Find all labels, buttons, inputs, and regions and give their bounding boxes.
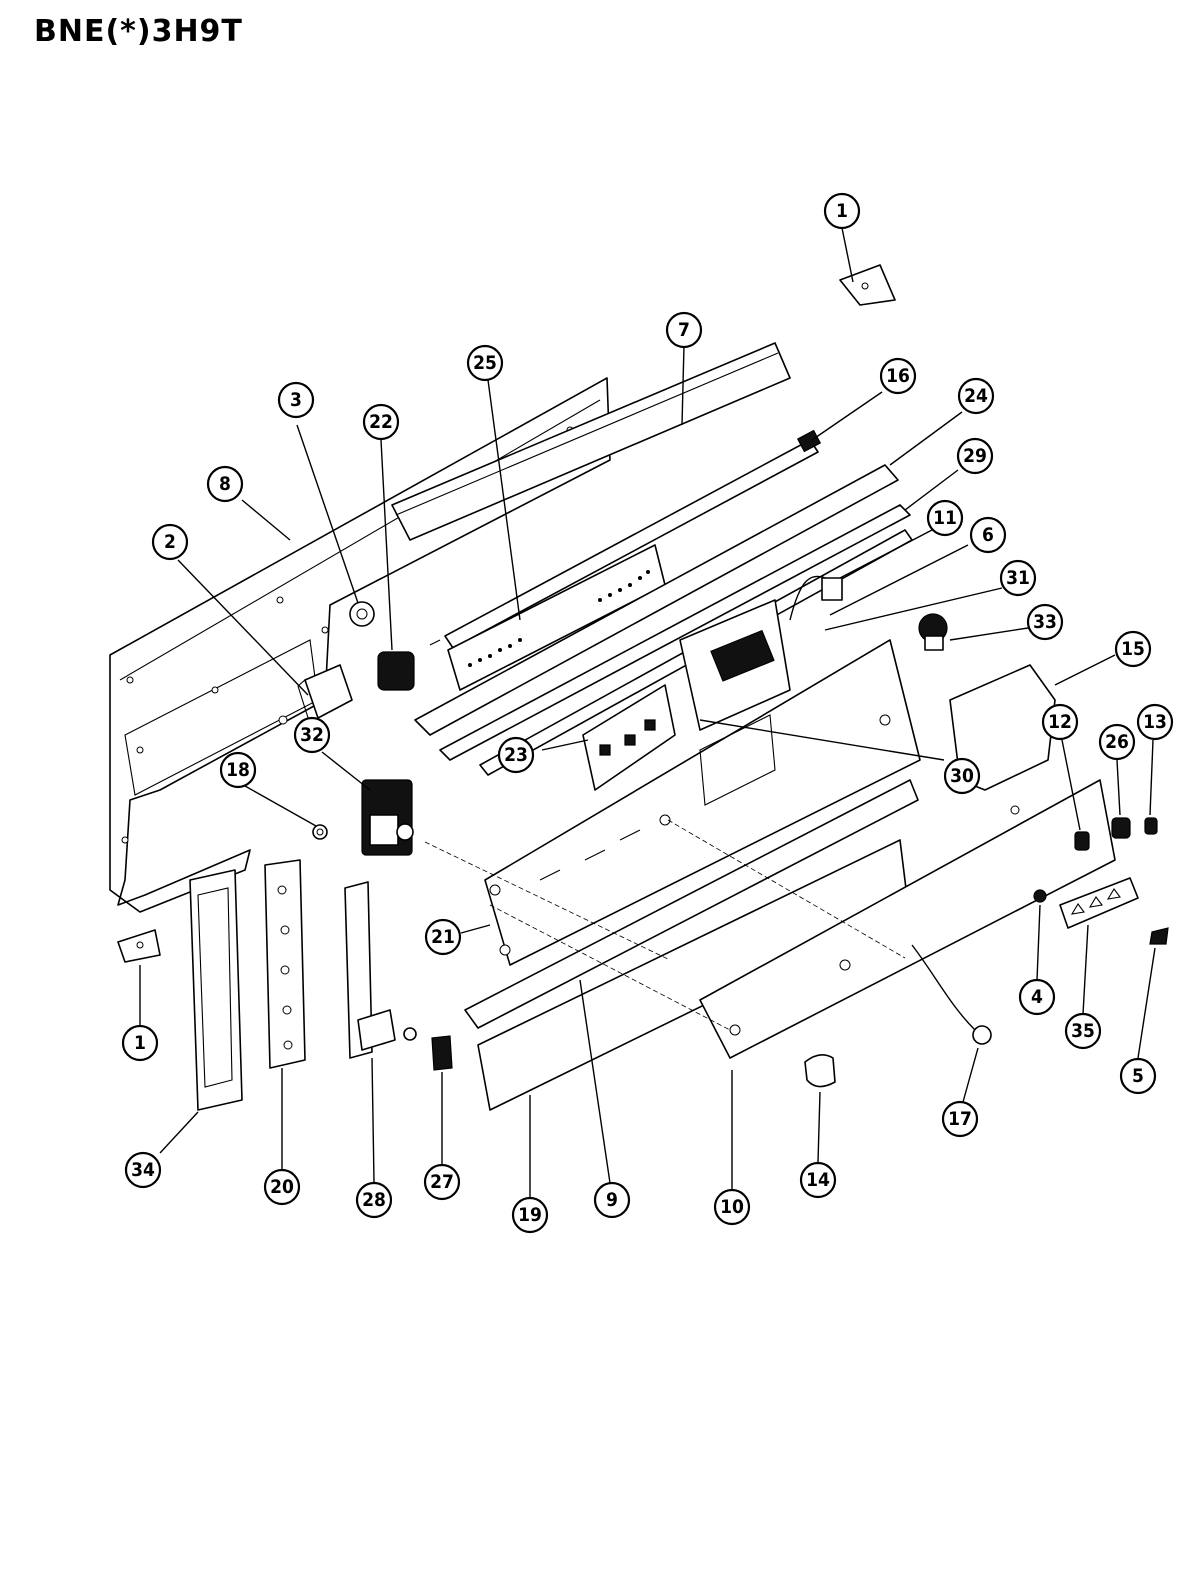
- callout-10: 10: [713, 1188, 751, 1226]
- callout-16: 16: [879, 357, 917, 395]
- part-knob-switch: [918, 613, 948, 651]
- svg-text:6: 6: [982, 524, 994, 546]
- svg-text:1: 1: [134, 1032, 146, 1054]
- callout-15: 15: [1114, 630, 1152, 668]
- svg-text:11: 11: [933, 507, 957, 529]
- callout-32: 32: [293, 716, 331, 754]
- part-control-panel: [484, 639, 921, 966]
- callout-7: 7: [665, 311, 703, 349]
- part-circuit-board: [582, 684, 676, 791]
- callout-1-bottom: 1: [121, 1024, 159, 1062]
- callout-29: 29: [956, 437, 994, 475]
- callout-24: 24: [957, 377, 995, 415]
- callout-25: 25: [466, 344, 504, 382]
- part-narrow-bracket: [344, 881, 396, 1059]
- part-switch: [361, 779, 414, 856]
- svg-text:12: 12: [1048, 711, 1072, 733]
- svg-text:26: 26: [1105, 731, 1129, 753]
- svg-text:16: 16: [886, 365, 910, 387]
- part-small-bracket: [117, 929, 161, 963]
- callout-27: 27: [423, 1163, 461, 1201]
- callout-4: 4: [1018, 978, 1056, 1016]
- part-end-cap: [189, 869, 243, 1111]
- part-decal: [1059, 877, 1139, 929]
- part-wire-plug: [911, 944, 992, 1045]
- svg-text:5: 5: [1132, 1065, 1144, 1087]
- svg-text:4: 4: [1031, 986, 1043, 1008]
- part-small-fasteners: [1033, 817, 1169, 945]
- callout-28: 28: [355, 1181, 393, 1219]
- callout-22: 22: [362, 403, 400, 441]
- part-glass-panel: [699, 779, 1116, 1059]
- svg-text:1: 1: [836, 200, 848, 222]
- svg-text:18: 18: [226, 759, 250, 781]
- part-light-tube: [429, 429, 822, 649]
- part-control-knob: [804, 1054, 836, 1088]
- callout-26: 26: [1098, 723, 1136, 761]
- part-wire-harness: [789, 575, 843, 621]
- leader-lines: [139, 227, 1156, 1197]
- svg-text:15: 15: [1121, 638, 1145, 660]
- part-connector: [377, 651, 415, 691]
- callout-21: 21: [424, 918, 462, 956]
- svg-text:20: 20: [270, 1176, 294, 1198]
- callout-17: 17: [941, 1100, 979, 1138]
- callout-35: 35: [1064, 1012, 1102, 1050]
- callout-18: 18: [219, 751, 257, 789]
- part-nut: [312, 824, 328, 840]
- svg-text:24: 24: [964, 385, 988, 407]
- svg-text:13: 13: [1143, 711, 1167, 733]
- svg-text:33: 33: [1033, 611, 1057, 633]
- svg-text:21: 21: [431, 926, 455, 948]
- callout-30: 30: [943, 757, 981, 795]
- svg-text:9: 9: [606, 1189, 618, 1211]
- callout-13: 13: [1136, 703, 1174, 741]
- svg-text:10: 10: [720, 1196, 744, 1218]
- svg-text:34: 34: [131, 1159, 155, 1181]
- callout-6: 6: [969, 516, 1007, 554]
- svg-text:2: 2: [164, 531, 176, 553]
- callout-2: 2: [151, 523, 189, 561]
- svg-text:27: 27: [430, 1171, 454, 1193]
- part-side-bracket: [264, 859, 306, 1069]
- callout-8: 8: [206, 465, 244, 503]
- svg-text:35: 35: [1071, 1020, 1095, 1042]
- svg-text:28: 28: [362, 1189, 386, 1211]
- svg-text:29: 29: [963, 445, 987, 467]
- callout-9: 9: [593, 1181, 631, 1219]
- svg-text:3: 3: [290, 389, 302, 411]
- part-trim-strip: [464, 779, 919, 1111]
- svg-text:7: 7: [678, 319, 690, 341]
- part-knob: [403, 1027, 453, 1071]
- callout-3: 3: [277, 381, 315, 419]
- svg-text:22: 22: [369, 411, 393, 433]
- callout-12: 12: [1041, 703, 1079, 741]
- part-spacer: [349, 601, 375, 627]
- svg-text:14: 14: [806, 1169, 830, 1191]
- callout-11: 11: [926, 499, 964, 537]
- svg-text:19: 19: [518, 1204, 542, 1226]
- svg-text:32: 32: [300, 724, 324, 746]
- svg-text:25: 25: [473, 352, 497, 374]
- model-title: BNE(*)3H9T: [34, 14, 243, 49]
- callout-31: 31: [999, 559, 1037, 597]
- callout-20: 20: [263, 1168, 301, 1206]
- callout-23: 23: [497, 736, 535, 774]
- svg-text:17: 17: [948, 1108, 972, 1130]
- svg-text:31: 31: [1006, 567, 1030, 589]
- part-top-trim: [391, 342, 791, 541]
- callout-33: 33: [1026, 603, 1064, 641]
- callout-1-top: 1: [823, 192, 861, 230]
- part-small-bracket: [839, 264, 896, 306]
- callout-34: 34: [124, 1151, 162, 1189]
- part-perforated-plate: [447, 544, 666, 691]
- callout-19: 19: [511, 1196, 549, 1234]
- part-display-module: [679, 599, 791, 731]
- svg-text:30: 30: [950, 765, 974, 787]
- callout-5: 5: [1119, 1057, 1157, 1095]
- callout-14: 14: [799, 1161, 837, 1199]
- svg-text:23: 23: [504, 744, 528, 766]
- svg-text:8: 8: [219, 473, 231, 495]
